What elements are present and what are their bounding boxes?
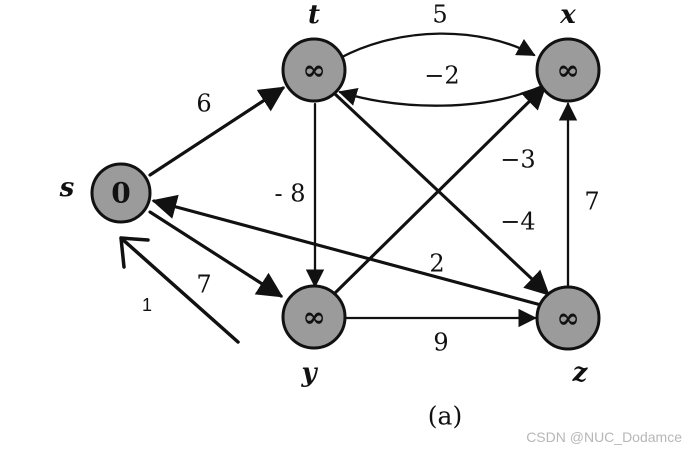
node-z-label: z — [572, 358, 589, 388]
node-s: 0 — [90, 162, 152, 224]
edge-s-y-weight: 7 — [196, 271, 211, 299]
annotation-label: 1 — [142, 295, 152, 315]
edge-t-z-weight: −4 — [500, 208, 535, 236]
node-labels: s t x y z — [59, 0, 589, 388]
node-s-label: s — [59, 173, 75, 203]
node-x-circle — [535, 37, 601, 103]
edge-s-t — [148, 86, 286, 177]
annotation-arrow: 1 — [119, 236, 240, 344]
edge-y-x-weight: −3 — [500, 146, 535, 174]
node-x-label: x — [559, 0, 576, 30]
node-t: ∞ — [281, 37, 347, 103]
edge-t-z — [333, 92, 550, 296]
edge-s-t-weight: 6 — [196, 90, 211, 118]
node-x-value: ∞ — [556, 54, 579, 87]
edge-x-t-weight: −2 — [424, 62, 459, 90]
edge-x-t — [338, 85, 542, 107]
node-y: ∞ — [281, 284, 347, 350]
node-y-circle — [281, 284, 347, 350]
edges-layer — [148, 32, 578, 328]
node-t-label: t — [308, 0, 320, 30]
node-t-value: ∞ — [302, 54, 325, 87]
watermark: CSDN @NUC_Dodamce — [526, 429, 682, 445]
edge-t-x-weight: 5 — [432, 1, 447, 29]
annotation-pointer-arrow — [119, 236, 240, 344]
node-t-circle — [281, 37, 347, 103]
edge-z-x-weight: 7 — [584, 188, 599, 216]
node-s-value: 0 — [111, 177, 130, 210]
node-z: ∞ — [535, 285, 601, 351]
edge-z-s-weight: 2 — [429, 250, 444, 278]
node-z-circle — [535, 285, 601, 351]
node-y-value: ∞ — [302, 301, 325, 334]
edge-y-z-weight: 9 — [433, 329, 448, 357]
figure-caption: (a) — [428, 402, 462, 431]
nodes-layer: 0 ∞ ∞ ∞ ∞ — [90, 37, 601, 351]
node-z-value: ∞ — [556, 302, 579, 335]
node-s-circle — [90, 162, 152, 224]
edge-weight-labels: 6 7 5 −2 - 8 −4 −3 9 7 2 — [196, 1, 599, 357]
edge-t-y-weight: - 8 — [274, 180, 305, 208]
edge-t-x — [338, 32, 536, 60]
node-y-label: y — [300, 358, 318, 388]
node-x: ∞ — [535, 37, 601, 103]
edge-s-y — [148, 210, 284, 298]
edge-z-s — [151, 194, 543, 307]
